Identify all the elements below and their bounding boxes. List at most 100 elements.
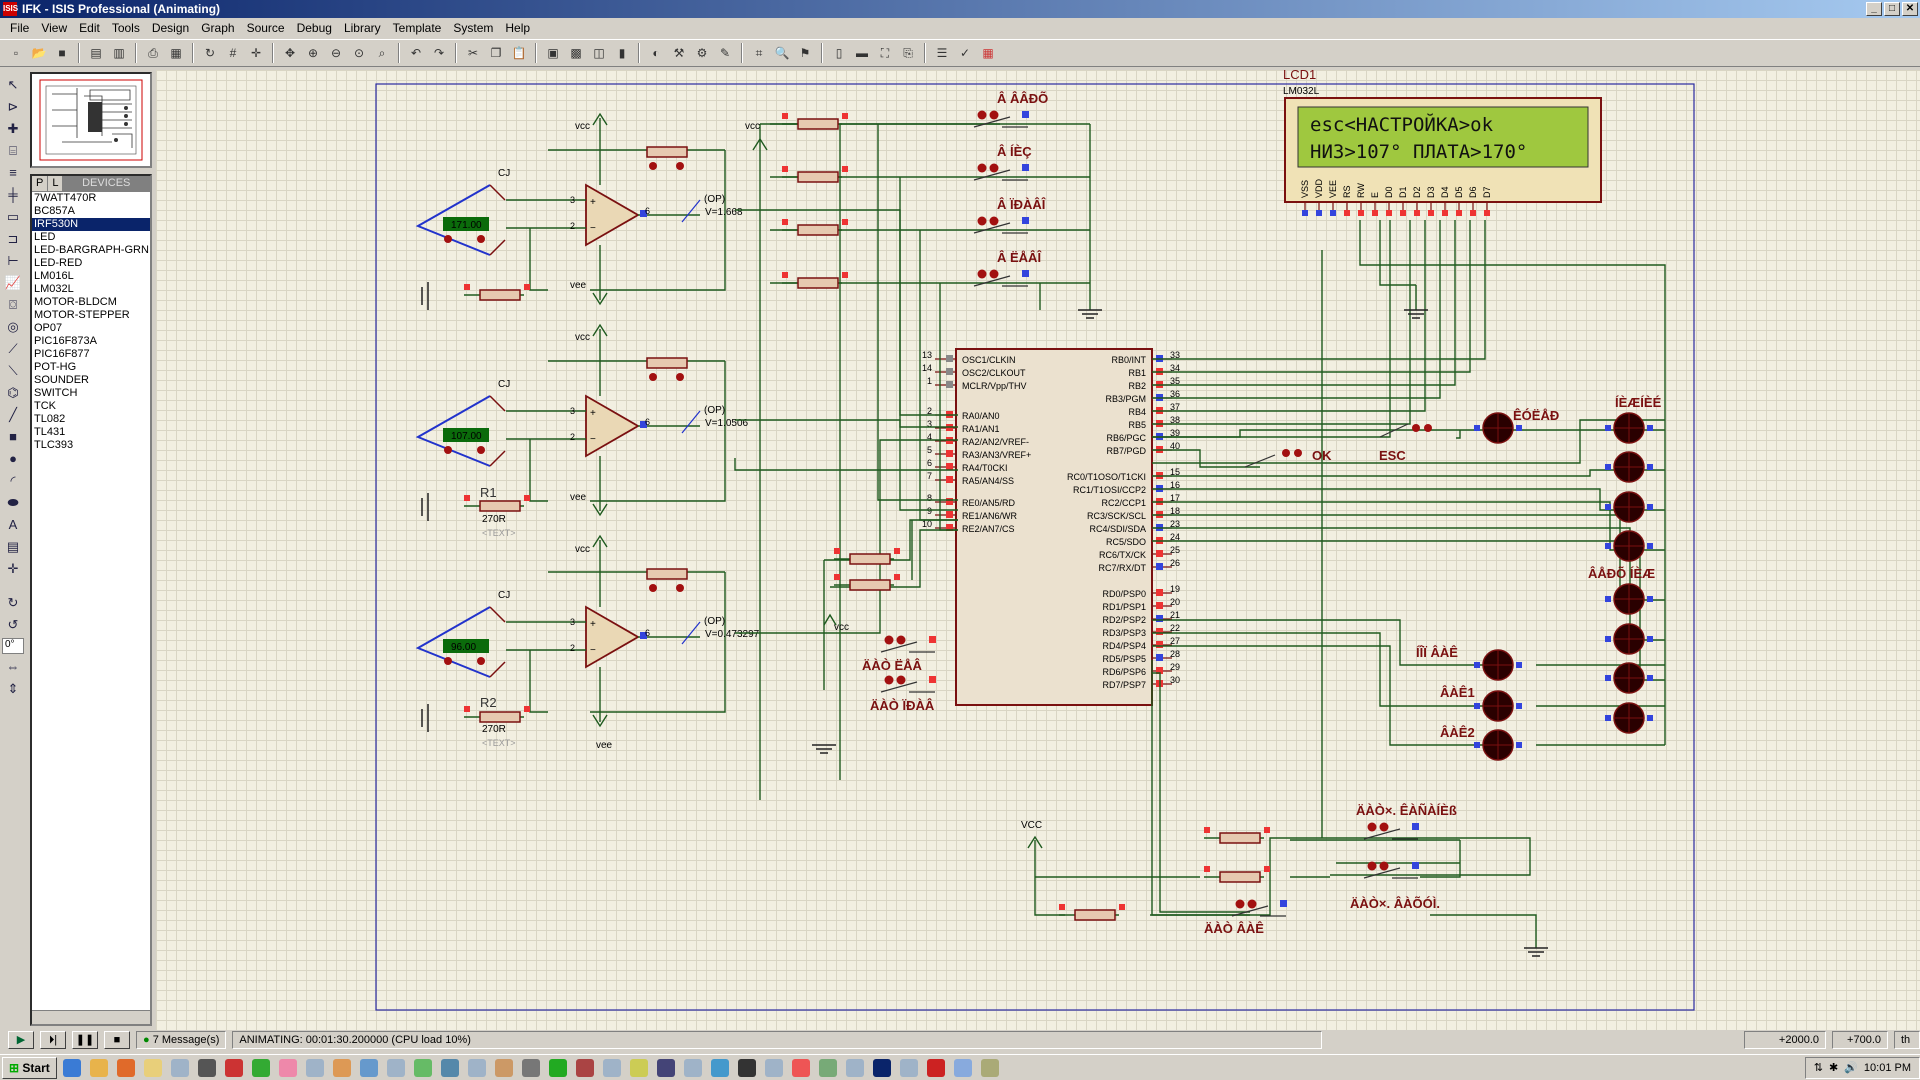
- schematic-canvas[interactable]: LCD1 LM032L esc<НАСТРОЙКА>ok НИЗ>107° ПЛ…: [156, 70, 1920, 1030]
- lamp-indicator[interactable]: [1474, 729, 1522, 761]
- zoom-to-child-icon[interactable]: ⎘: [903, 45, 913, 60]
- device-list-item[interactable]: 7WATT470R: [34, 192, 97, 204]
- start-button[interactable]: ⊞ Start: [2, 1056, 57, 1079]
- menu-graph[interactable]: Graph: [201, 21, 235, 35]
- trim-pot[interactable]: [646, 568, 688, 580]
- app-icon[interactable]: [359, 1058, 378, 1077]
- decompose-icon[interactable]: ✎: [719, 46, 731, 60]
- subcircuit-icon[interactable]: ▭: [6, 209, 20, 224]
- rotate-anticlockwise-icon[interactable]: ↺: [7, 617, 19, 632]
- device-list-item[interactable]: TL082: [34, 413, 66, 425]
- minimize-button[interactable]: _: [1866, 2, 1882, 16]
- direction-switch[interactable]: [973, 163, 1029, 181]
- arc-2d-icon[interactable]: ◜: [10, 473, 16, 488]
- new-sheet-icon[interactable]: ▯: [835, 46, 843, 60]
- device-list-item[interactable]: LED-BARGRAPH-GRN: [34, 244, 149, 256]
- app-icon[interactable]: [656, 1058, 675, 1077]
- vacuum-sensor-switch[interactable]: [1363, 861, 1419, 879]
- menu-edit[interactable]: Edit: [79, 21, 100, 35]
- app-icon[interactable]: [413, 1058, 432, 1077]
- menu-help[interactable]: Help: [505, 21, 531, 35]
- origin-icon[interactable]: ✛: [250, 46, 262, 60]
- copy-icon[interactable]: ❐: [490, 46, 502, 60]
- device-list-item[interactable]: BC857A: [34, 205, 75, 217]
- import-icon[interactable]: ▤: [90, 46, 102, 60]
- app-icon[interactable]: [386, 1058, 405, 1077]
- app-icon[interactable]: [521, 1058, 540, 1077]
- pullup-resistor[interactable]: [782, 166, 848, 183]
- app-icon[interactable]: [764, 1058, 783, 1077]
- wire-label-icon[interactable]: ⌸: [9, 143, 17, 158]
- app-icon[interactable]: [467, 1058, 486, 1077]
- box-2d-icon[interactable]: ■: [9, 429, 17, 444]
- paste-icon[interactable]: 📋: [511, 46, 527, 60]
- virtual-instrument-icon[interactable]: ⌬: [7, 385, 19, 400]
- menu-design[interactable]: Design: [151, 21, 190, 35]
- app-icon[interactable]: [818, 1058, 837, 1077]
- lamp-indicator[interactable]: [1474, 412, 1522, 444]
- schematic-svg[interactable]: LCD1 LM032L esc<НАСТРОЙКА>ok НИЗ>107° ПЛ…: [156, 70, 1920, 1030]
- app-icon[interactable]: [332, 1058, 351, 1077]
- lcd-display[interactable]: LCD1 LM032L esc<НАСТРОЙКА>ok НИЗ>107° ПЛ…: [1283, 70, 1602, 216]
- grid-icon[interactable]: #: [229, 46, 237, 60]
- ok-button-switch[interactable]: OK: [1244, 448, 1332, 468]
- path-2d-icon[interactable]: ⬬: [7, 495, 19, 510]
- property-tool-icon[interactable]: ⚑: [799, 46, 811, 60]
- app-icon[interactable]: [197, 1058, 216, 1077]
- pin-icon[interactable]: ⊢: [7, 253, 19, 268]
- device-list-item[interactable]: PIC16F873A: [34, 335, 97, 347]
- overview-window[interactable]: [30, 72, 152, 168]
- ie-icon[interactable]: [62, 1058, 81, 1077]
- stop-button[interactable]: ■: [104, 1031, 130, 1049]
- app-icon[interactable]: [575, 1058, 594, 1077]
- pullup-resistor[interactable]: [834, 548, 900, 565]
- app-icon[interactable]: [953, 1058, 972, 1077]
- packaging-icon[interactable]: ⚙: [696, 46, 708, 60]
- redo-icon[interactable]: ↷: [433, 46, 445, 60]
- selection-mode-icon[interactable]: ↖: [7, 77, 19, 92]
- rotation-angle-field[interactable]: 0°: [2, 638, 24, 654]
- menu-view[interactable]: View: [41, 21, 68, 35]
- zoom-in-icon[interactable]: ⊕: [307, 46, 319, 60]
- generator-icon[interactable]: ◎: [7, 319, 19, 334]
- pick-device-icon[interactable]: ◐: [652, 46, 660, 60]
- component-mode-icon[interactable]: ⊳: [7, 99, 19, 114]
- sensor-switch-right[interactable]: [880, 675, 936, 693]
- voltage-probe-icon[interactable]: ⟋: [8, 341, 18, 356]
- goto-sheet-icon[interactable]: ⛶: [880, 45, 890, 60]
- lamp-indicator[interactable]: [1605, 491, 1653, 523]
- zoom-all-icon[interactable]: ⊙: [353, 46, 365, 60]
- play-button[interactable]: ▶: [8, 1031, 34, 1049]
- device-list-item[interactable]: TLC393: [34, 439, 74, 451]
- lamp-indicator[interactable]: [1605, 412, 1653, 444]
- zoom-out-icon[interactable]: ⊖: [330, 46, 342, 60]
- bus-icon[interactable]: ╪: [8, 187, 18, 202]
- wire-autorouter-icon[interactable]: ⌗: [755, 45, 763, 60]
- device-list-item[interactable]: IRF530N: [32, 218, 150, 231]
- pullup-resistor[interactable]: [1059, 904, 1125, 921]
- save-icon[interactable]: ■: [58, 46, 66, 60]
- lamp-indicator[interactable]: [1605, 662, 1653, 694]
- gain-resistor[interactable]: [464, 284, 530, 301]
- direction-switch[interactable]: [973, 216, 1029, 234]
- messages-field[interactable]: ● 7 Message(s): [136, 1031, 227, 1049]
- tape-icon[interactable]: ⌼: [9, 297, 17, 312]
- netlist-to-ares-icon[interactable]: ▦: [982, 46, 994, 60]
- device-list-item[interactable]: POT-HG: [34, 361, 77, 373]
- export-icon[interactable]: ▥: [113, 46, 125, 60]
- device-list-item[interactable]: LED-RED: [34, 257, 83, 269]
- gain-resistor[interactable]: [464, 495, 530, 512]
- device-list-item[interactable]: TL431: [34, 426, 66, 438]
- text-script-icon[interactable]: ≡: [9, 165, 17, 180]
- tray-volume-icon[interactable]: 🔊: [1844, 1061, 1858, 1074]
- door-sensor-switch[interactable]: [1363, 822, 1419, 840]
- block-rotate-icon[interactable]: ◫: [593, 46, 605, 60]
- direction-switch[interactable]: [973, 269, 1029, 287]
- app-icon[interactable]: [602, 1058, 621, 1077]
- device-list-scrollbar[interactable]: [32, 1010, 150, 1024]
- menu-source[interactable]: Source: [246, 21, 285, 35]
- menu-library[interactable]: Library: [343, 21, 381, 35]
- pause-button[interactable]: ❚❚: [72, 1031, 98, 1049]
